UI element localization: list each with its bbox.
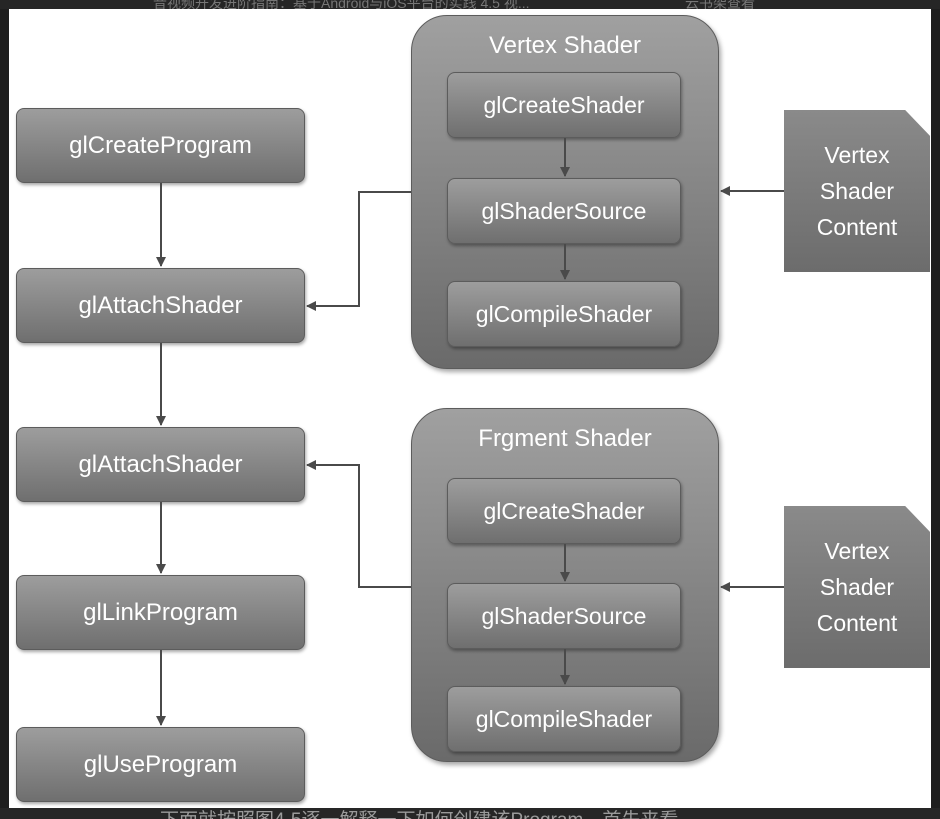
arrow-fragment-group-to-attach <box>306 460 411 588</box>
fragment-create-shader: glCreateShader <box>447 478 681 544</box>
vertex-compile-shader: glCompileShader <box>447 281 681 347</box>
vertex-shader-content-doc: Vertex Shader Content <box>784 110 930 272</box>
doc-line: Vertex <box>824 142 890 168</box>
doc-line: Shader <box>819 178 895 204</box>
program-step-attach-fragment: glAttachShader <box>16 427 305 502</box>
program-step-label: glAttachShader <box>78 291 243 319</box>
fragment-shader-source: glShaderSource <box>447 583 681 649</box>
program-step-create-program: glCreateProgram <box>16 108 305 183</box>
fragment-step-label: glCompileShader <box>475 705 653 732</box>
doc-line: Shader <box>819 574 895 600</box>
vertex-step-label: glCreateShader <box>483 91 645 118</box>
vertex-step-label: glShaderSource <box>481 197 647 224</box>
fragment-compile-shader: glCompileShader <box>447 686 681 752</box>
diagram-canvas: glCreateProgram glAttachShader glAttachS… <box>9 9 931 808</box>
arrow-vertex-group-to-attach <box>306 191 411 311</box>
vertex-shader-title: Vertex Shader <box>488 32 642 59</box>
bottom-caption-text: 下面就按照图4-5逐一解释一下如何创建该Program，首先来看 <box>160 808 678 819</box>
fragment-step-label: glShaderSource <box>481 602 647 629</box>
program-step-label: glLinkProgram <box>83 598 238 626</box>
vertex-step-label: glCompileShader <box>475 300 653 327</box>
vertex-shader-source: glShaderSource <box>447 178 681 244</box>
program-step-label: glAttachShader <box>78 450 243 478</box>
doc-line: Vertex <box>824 538 890 564</box>
program-step-label: glUseProgram <box>83 750 238 778</box>
program-step-attach-vertex: glAttachShader <box>16 268 305 343</box>
doc-line: Content <box>816 610 898 636</box>
program-step-link-program: glLinkProgram <box>16 575 305 650</box>
top-caption-right-text: 云书架查看 <box>685 0 755 9</box>
fragment-step-label: glCreateShader <box>483 497 645 524</box>
top-caption-text: 音视频开发进阶指南：基于Android与iOS平台的实践 4.5 视... <box>153 0 530 9</box>
top-caption-bar: 音视频开发进阶指南：基于Android与iOS平台的实践 4.5 视... 云书… <box>0 0 940 9</box>
fragment-shader-title: Frgment Shader <box>478 425 652 452</box>
vertex-create-shader: glCreateShader <box>447 72 681 138</box>
program-step-label: glCreateProgram <box>69 131 252 159</box>
bottom-caption-bar: 下面就按照图4-5逐一解释一下如何创建该Program，首先来看 <box>0 808 940 819</box>
fragment-shader-content-doc: Vertex Shader Content <box>784 506 930 668</box>
doc-line: Content <box>816 214 898 240</box>
program-step-use-program: glUseProgram <box>16 727 305 802</box>
